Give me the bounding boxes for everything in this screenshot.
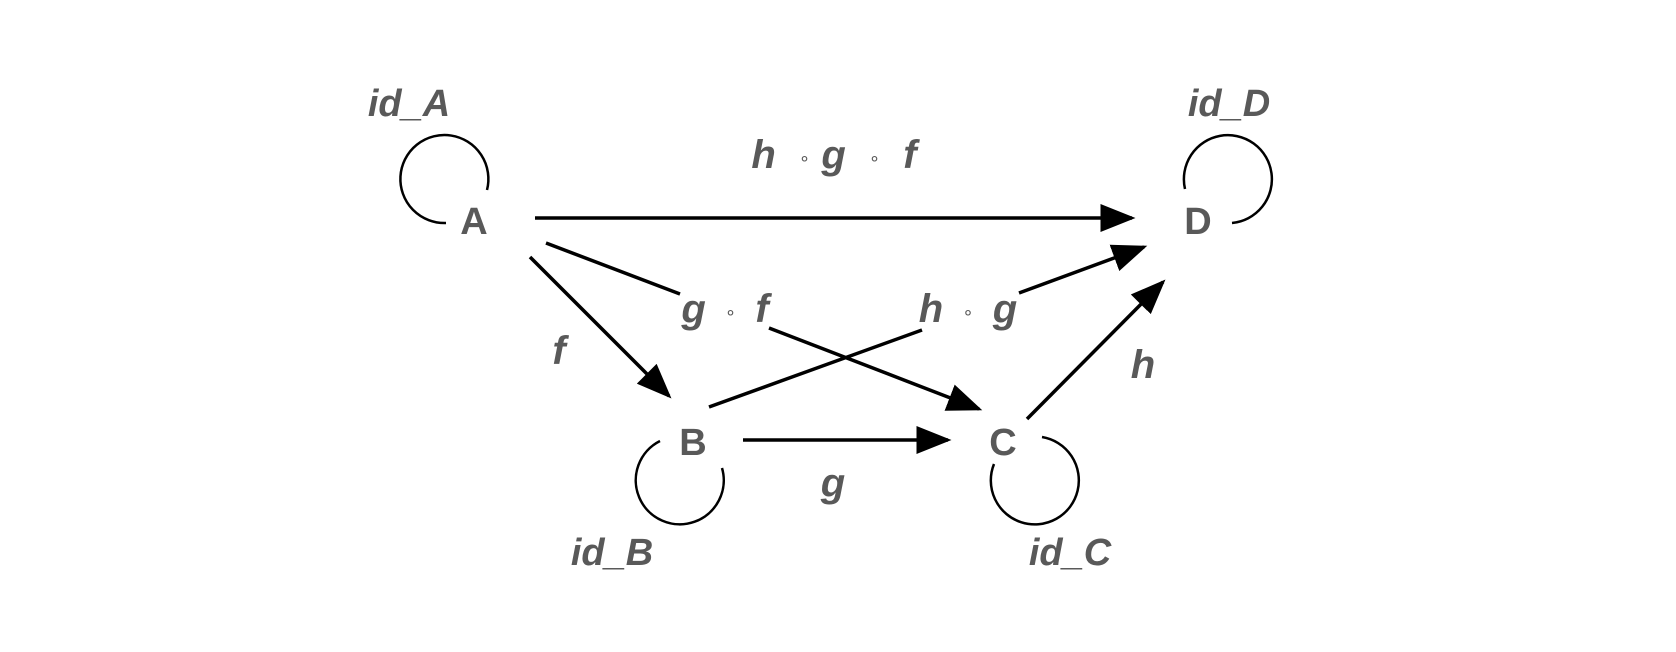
compose-operator: ∘ xyxy=(869,148,880,168)
label-h-after-g-right: g xyxy=(992,287,1017,331)
identity-loop-B xyxy=(634,439,725,526)
label-g-after-f: g ∘ f xyxy=(680,283,772,331)
label-g-after-f-right: f xyxy=(755,287,772,331)
objects: A B C D xyxy=(460,201,1211,464)
arrow-h-g-segment-2 xyxy=(1018,244,1148,295)
node-A: A xyxy=(460,201,487,243)
compose-operator: ∘ xyxy=(962,302,973,322)
identity-label-B: id_B xyxy=(571,532,653,574)
identity-loop-A xyxy=(399,133,490,225)
label-hgf-third: f xyxy=(903,133,920,177)
arrows xyxy=(528,204,1166,454)
arrow-h xyxy=(1025,279,1166,421)
identity-labels: id_A id_B id_C id_D xyxy=(368,83,1270,574)
label-g: g xyxy=(820,461,845,505)
arrow-g-f-segment-1 xyxy=(545,241,681,296)
identity-label-D: id_D xyxy=(1188,83,1270,125)
label-h-after-g: h ∘ g xyxy=(919,283,1017,331)
label-g-after-f-left: g xyxy=(680,287,705,331)
compose-operator: ∘ xyxy=(799,148,810,168)
arrow-g-f-segment-2 xyxy=(768,326,983,411)
label-h: h xyxy=(1131,343,1155,387)
node-B: B xyxy=(679,422,706,464)
morphism-labels: f g h g ∘ f h ∘ g h ∘ g ∘ f xyxy=(552,129,1155,505)
identity-label-A: id_A xyxy=(368,83,450,125)
arrow-h-g-segment-1 xyxy=(708,328,923,409)
label-hgf-first: h xyxy=(751,133,775,177)
node-C: C xyxy=(989,422,1016,464)
compose-operator: ∘ xyxy=(725,302,736,322)
arrow-f xyxy=(528,255,672,399)
label-h-after-g-left: h xyxy=(919,287,943,331)
identity-loop-C xyxy=(989,435,1081,526)
label-hgf-second: g xyxy=(820,133,845,177)
label-f: f xyxy=(552,329,569,373)
label-h-after-g-after-f: h ∘ g ∘ f xyxy=(751,129,920,177)
node-D: D xyxy=(1184,201,1211,243)
identity-label-C: id_C xyxy=(1029,532,1112,574)
identity-loop-D xyxy=(1182,134,1274,225)
identity-loops xyxy=(399,133,1274,526)
